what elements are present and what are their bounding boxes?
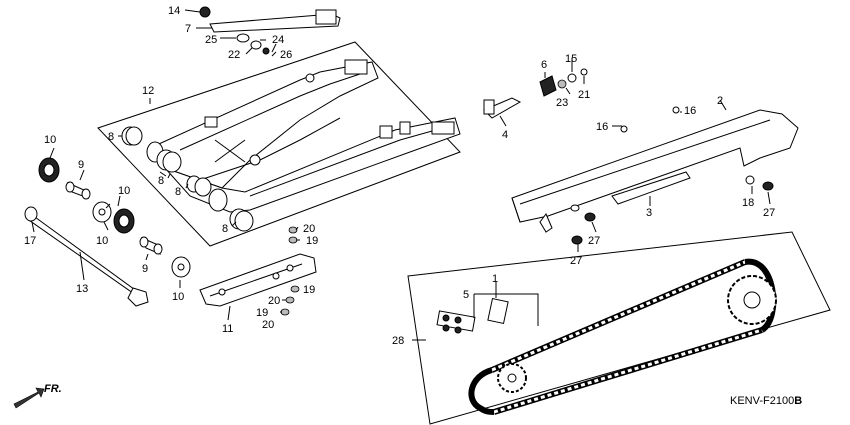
- callout-27-c: 27: [570, 255, 582, 267]
- callout-19-b: 19: [303, 284, 315, 296]
- callout-12: 12: [142, 85, 154, 97]
- callout-14: 14: [168, 5, 180, 17]
- callout-8-c: 8: [175, 186, 181, 198]
- callout-15: 15: [565, 53, 577, 65]
- chain-adjuster: [483, 68, 588, 119]
- callout-8-a: 8: [108, 131, 114, 143]
- drive-chain: [468, 258, 777, 415]
- callout-1: 1: [492, 273, 498, 285]
- callout-20-b: 20: [268, 295, 280, 307]
- callout-10-c: 10: [96, 235, 108, 247]
- callout-4: 4: [502, 129, 508, 141]
- collar-9-upper: [65, 181, 91, 200]
- chain-case: [511, 106, 799, 245]
- callout-labels: 14 7 25 24 22 26 12 8 8 8 8 10 9 10 10 1…: [24, 5, 802, 407]
- front-sprocket: [497, 363, 527, 393]
- callout-23: 23: [556, 97, 568, 109]
- callout-6: 6: [541, 59, 547, 71]
- callout-16-a: 16: [596, 121, 608, 133]
- washer-10-lower: [171, 256, 191, 278]
- callout-19-c: 19: [256, 307, 268, 319]
- callout-28: 28: [392, 335, 404, 347]
- washers-10: [92, 201, 135, 234]
- callout-2: 2: [717, 95, 723, 107]
- rear-sprocket: [727, 275, 777, 325]
- callout-9-b: 9: [142, 263, 148, 275]
- master-link: [436, 297, 509, 334]
- callout-7: 7: [185, 23, 191, 35]
- bushings: [121, 126, 254, 232]
- callout-10-b: 10: [118, 185, 130, 197]
- bearing-seal-upper: [38, 157, 60, 183]
- callout-24: 24: [272, 34, 284, 46]
- diagram-code: KENV-F2100B: [730, 395, 802, 407]
- callout-3: 3: [646, 207, 652, 219]
- callout-13: 13: [76, 283, 88, 295]
- callout-10-a: 10: [44, 134, 56, 146]
- diagram-code-suffix: B: [794, 395, 802, 407]
- callout-27-a: 27: [763, 207, 775, 219]
- callout-10-d: 10: [172, 291, 184, 303]
- pivot-bolt: [24, 206, 149, 307]
- callout-20-c: 20: [262, 319, 274, 331]
- callout-11: 11: [222, 323, 233, 335]
- callout-26: 26: [280, 49, 292, 61]
- chain-group-outline: [407, 231, 831, 425]
- callout-17: 17: [24, 235, 36, 247]
- upper-bracket: [199, 6, 341, 55]
- leader-lines: [31, 9, 771, 341]
- callout-18: 18: [742, 197, 754, 209]
- diagram-code-main: KENV-F2100: [730, 395, 794, 407]
- callout-19-a: 19: [306, 235, 318, 247]
- front-direction-arrow: [13, 387, 45, 409]
- callout-25: 25: [205, 34, 217, 46]
- collar-9-lower: [139, 236, 163, 255]
- callout-20-a: 20: [303, 223, 315, 235]
- callout-22: 22: [228, 49, 240, 61]
- callout-8-d: 8: [222, 223, 228, 235]
- callout-27-b: 27: [588, 235, 600, 247]
- callout-21: 21: [578, 89, 590, 101]
- swingarm-group-outline: [97, 41, 461, 247]
- callout-5: 5: [463, 289, 469, 301]
- callout-9-a: 9: [78, 159, 84, 171]
- callout-8-b: 8: [158, 175, 164, 187]
- swingarm-body: [146, 59, 461, 213]
- callout-16-b: 16: [684, 105, 696, 117]
- direction-label: FR.: [44, 383, 62, 395]
